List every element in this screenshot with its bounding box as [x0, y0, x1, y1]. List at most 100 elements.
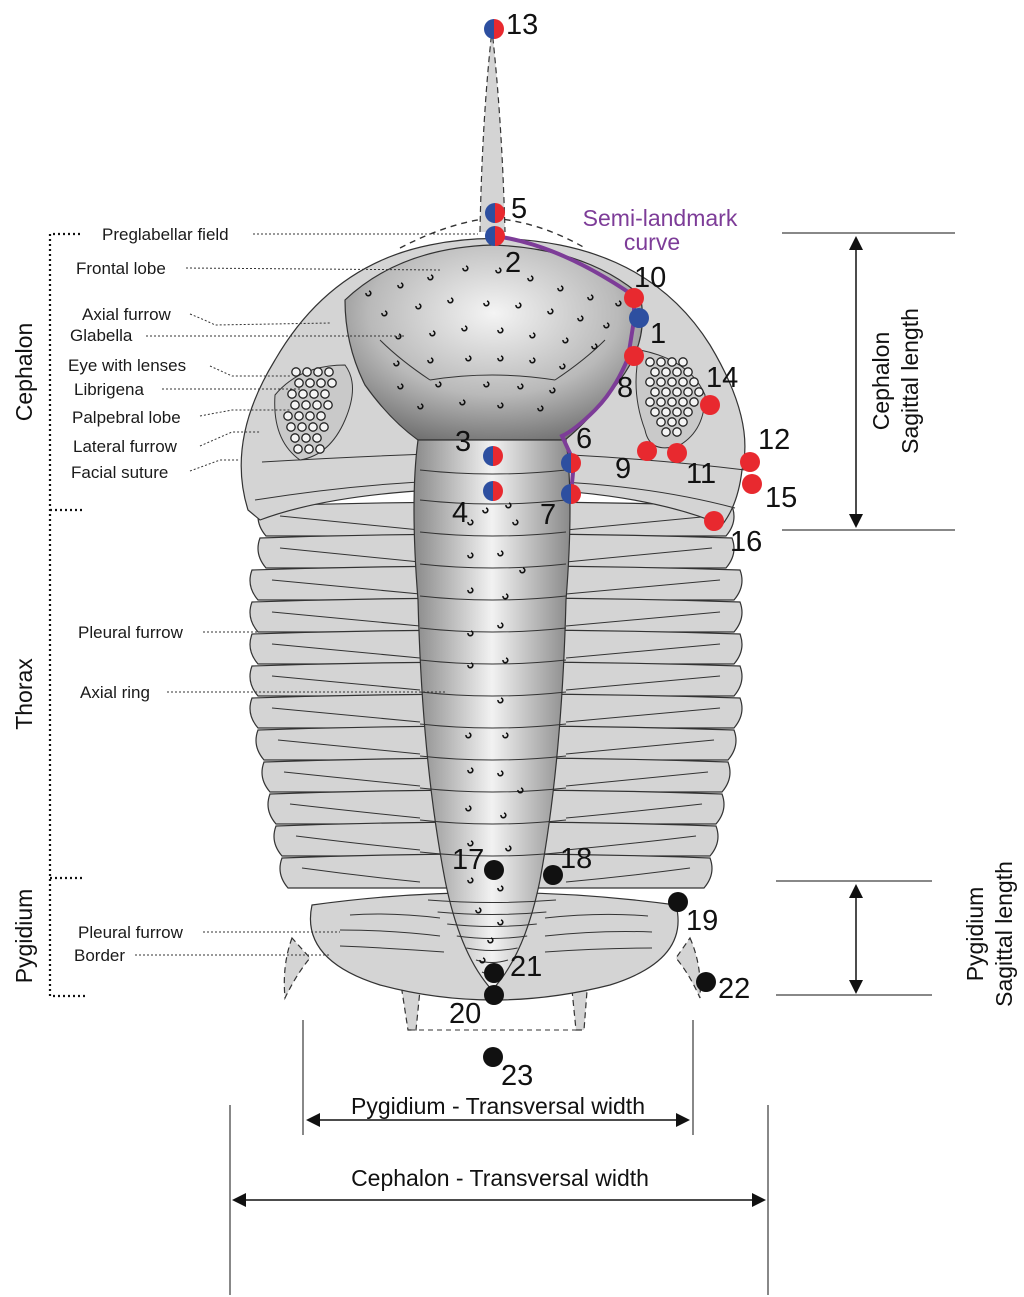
landmark-number: 8	[617, 372, 633, 404]
lens	[662, 368, 670, 376]
lens	[302, 434, 310, 442]
landmark-12	[740, 452, 760, 472]
landmark-number: 13	[506, 9, 538, 41]
lens	[668, 378, 676, 386]
lens	[673, 428, 681, 436]
lens	[303, 368, 311, 376]
landmark-number: 11	[686, 458, 716, 490]
landmark-number: 9	[615, 453, 631, 485]
landmark-number: 18	[560, 843, 592, 875]
lens	[305, 445, 313, 453]
lens	[313, 434, 321, 442]
label-facial-suture: Facial suture	[71, 463, 168, 482]
lens	[328, 379, 336, 387]
lens	[287, 423, 295, 431]
lens	[306, 412, 314, 420]
landmark-number: 14	[706, 362, 738, 394]
landmark-number: 1	[650, 318, 666, 350]
lens	[684, 408, 692, 416]
label-axial-furrow: Axial furrow	[82, 305, 172, 324]
landmark-number: 19	[686, 905, 718, 937]
landmark-number: 17	[452, 844, 484, 876]
label-lateral-furrow: Lateral furrow	[73, 437, 178, 456]
lens	[679, 358, 687, 366]
lens	[316, 445, 324, 453]
landmark-16	[704, 511, 724, 531]
landmark-13	[484, 19, 504, 39]
cephalon-sagittal-label-2: Sagittal length	[897, 308, 923, 454]
lens	[695, 388, 703, 396]
lens	[662, 388, 670, 396]
semi-landmark-label: Semi-landmark curve	[583, 205, 738, 255]
lens	[668, 418, 676, 426]
label-glabella: Glabella	[70, 326, 133, 345]
landmark-23	[483, 1047, 503, 1067]
lens	[657, 398, 665, 406]
lens	[668, 358, 676, 366]
landmark-number: 6	[576, 423, 592, 455]
cephalon-width-label: Cephalon - Transversal width	[351, 1165, 649, 1191]
landmark-number: 21	[510, 951, 542, 983]
landmark-1	[629, 308, 649, 328]
lens	[673, 368, 681, 376]
anatomy-labels: Preglabellar field Frontal lobe Axial fu…	[68, 225, 229, 965]
landmark-8	[624, 346, 644, 366]
pygidium-width-label: Pygidium - Transversal width	[351, 1093, 645, 1119]
landmark-19	[668, 892, 688, 912]
region-labels: Cephalon Thorax Pygidium	[11, 323, 37, 984]
landmark-number: 15	[765, 482, 797, 514]
lens	[317, 412, 325, 420]
lens	[294, 445, 302, 453]
lens	[292, 368, 300, 376]
label-palpebral-lobe: Palpebral lobe	[72, 408, 181, 427]
landmark-15	[742, 474, 762, 494]
lens	[690, 378, 698, 386]
lens	[321, 390, 329, 398]
region-thorax: Thorax	[11, 658, 37, 730]
landmark-20	[484, 985, 504, 1005]
landmark-2	[485, 226, 505, 246]
pygidium-sagittal-label-1: Pygidium	[962, 887, 988, 982]
lens	[651, 368, 659, 376]
label-axial-ring: Axial ring	[80, 683, 150, 702]
lens	[679, 398, 687, 406]
lens	[298, 423, 306, 431]
landmark-5	[485, 203, 505, 223]
landmark-22	[696, 972, 716, 992]
lens	[320, 423, 328, 431]
lens	[673, 388, 681, 396]
label-eye-with-lenses: Eye with lenses	[68, 356, 186, 375]
lens	[284, 412, 292, 420]
label-pleural-furrow: Pleural furrow	[78, 623, 184, 642]
lens	[314, 368, 322, 376]
landmark-11	[667, 443, 687, 463]
region-cephalon: Cephalon	[11, 323, 37, 421]
label-border: Border	[74, 946, 125, 965]
lens	[673, 408, 681, 416]
lens	[679, 378, 687, 386]
lens	[651, 388, 659, 396]
lens	[646, 358, 654, 366]
lens	[657, 358, 665, 366]
lens	[690, 398, 698, 406]
landmark-number: 4	[452, 497, 468, 529]
lens	[662, 428, 670, 436]
lens	[291, 401, 299, 409]
lens	[313, 401, 321, 409]
landmark-number: 16	[730, 526, 762, 558]
region-brackets	[50, 234, 85, 996]
lens	[325, 368, 333, 376]
lens	[646, 378, 654, 386]
lens	[324, 401, 332, 409]
landmark-4	[483, 481, 503, 501]
lens	[668, 398, 676, 406]
landmark-6	[561, 453, 581, 473]
landmark-17	[484, 860, 504, 880]
landmark-7	[561, 484, 581, 504]
landmark-number: 23	[501, 1060, 533, 1092]
landmark-number: 7	[540, 499, 556, 531]
lens	[291, 434, 299, 442]
lens	[295, 379, 303, 387]
